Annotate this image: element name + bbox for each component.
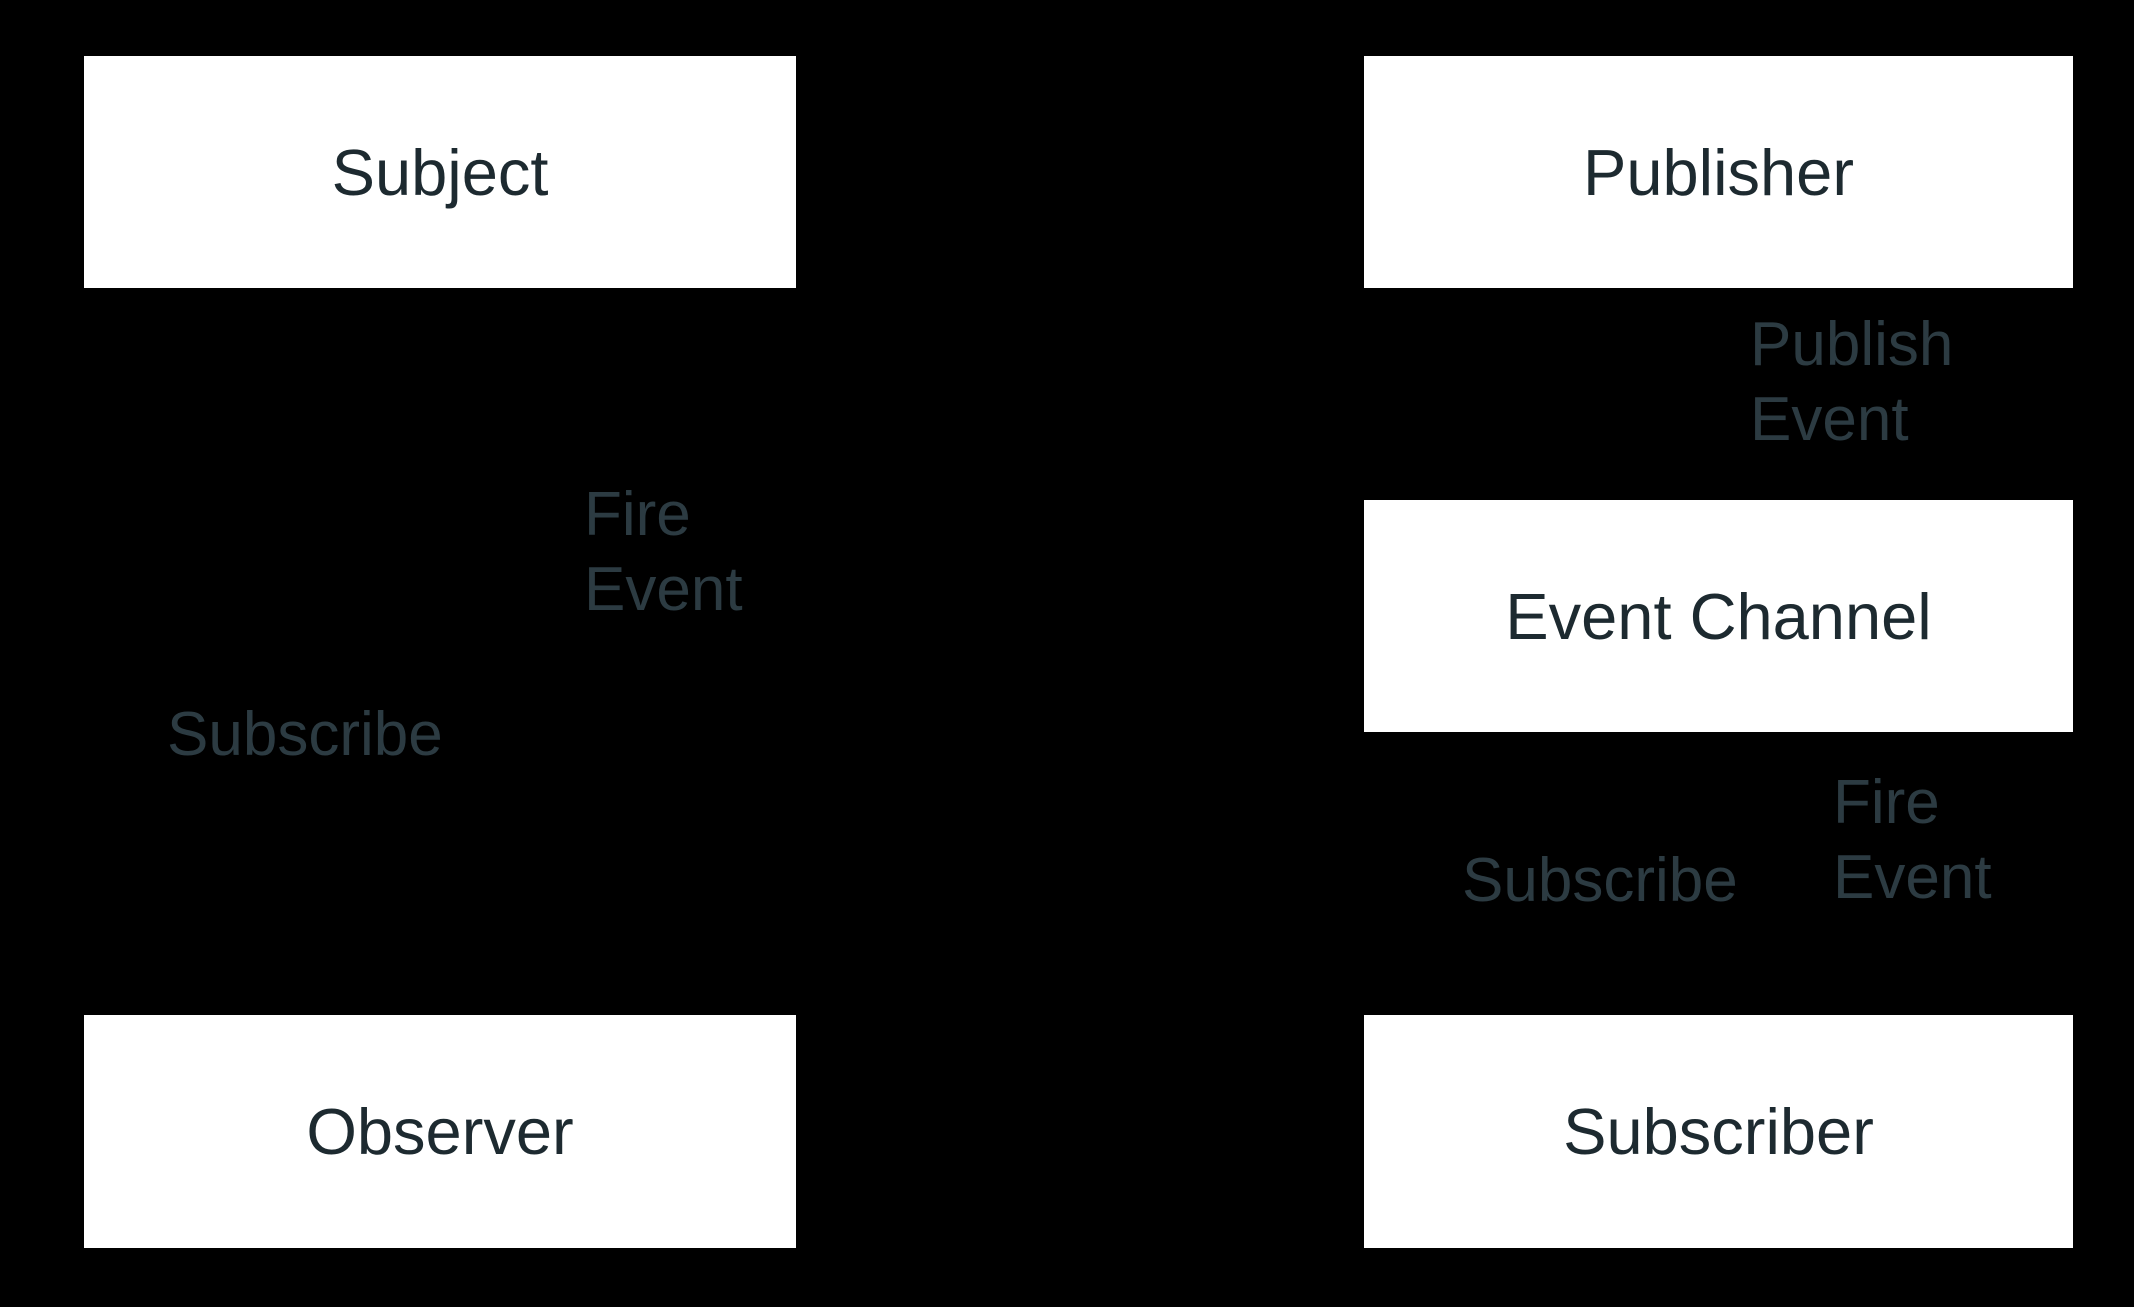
- node-publisher: Publisher: [1364, 56, 2073, 288]
- edge-label-line: Event: [584, 555, 743, 624]
- edge-label-line: Fire: [1833, 768, 1940, 837]
- node-observer: Observer: [84, 1015, 796, 1248]
- edge-label-publish-event: Publish Event: [1750, 307, 1953, 457]
- edge-label-subscribe-left: Subscribe: [167, 697, 443, 772]
- edge-label-fire-event-left: Fire Event: [584, 477, 743, 627]
- edge-label-line: Subscribe: [167, 700, 443, 769]
- node-event-channel: Event Channel: [1364, 500, 2073, 732]
- edge-label-line: Fire: [584, 480, 691, 549]
- node-subscriber: Subscriber: [1364, 1015, 2073, 1248]
- edge-label-line: Publish: [1750, 310, 1954, 379]
- node-subject: Subject: [84, 56, 796, 288]
- edge-label-subscribe-right: Subscribe: [1462, 843, 1738, 918]
- edge-label-fire-event-right: Fire Event: [1833, 765, 1992, 915]
- edge-label-line: Event: [1833, 843, 1992, 912]
- edge-label-line: Subscribe: [1462, 846, 1738, 915]
- edge-label-line: Event: [1750, 385, 1909, 454]
